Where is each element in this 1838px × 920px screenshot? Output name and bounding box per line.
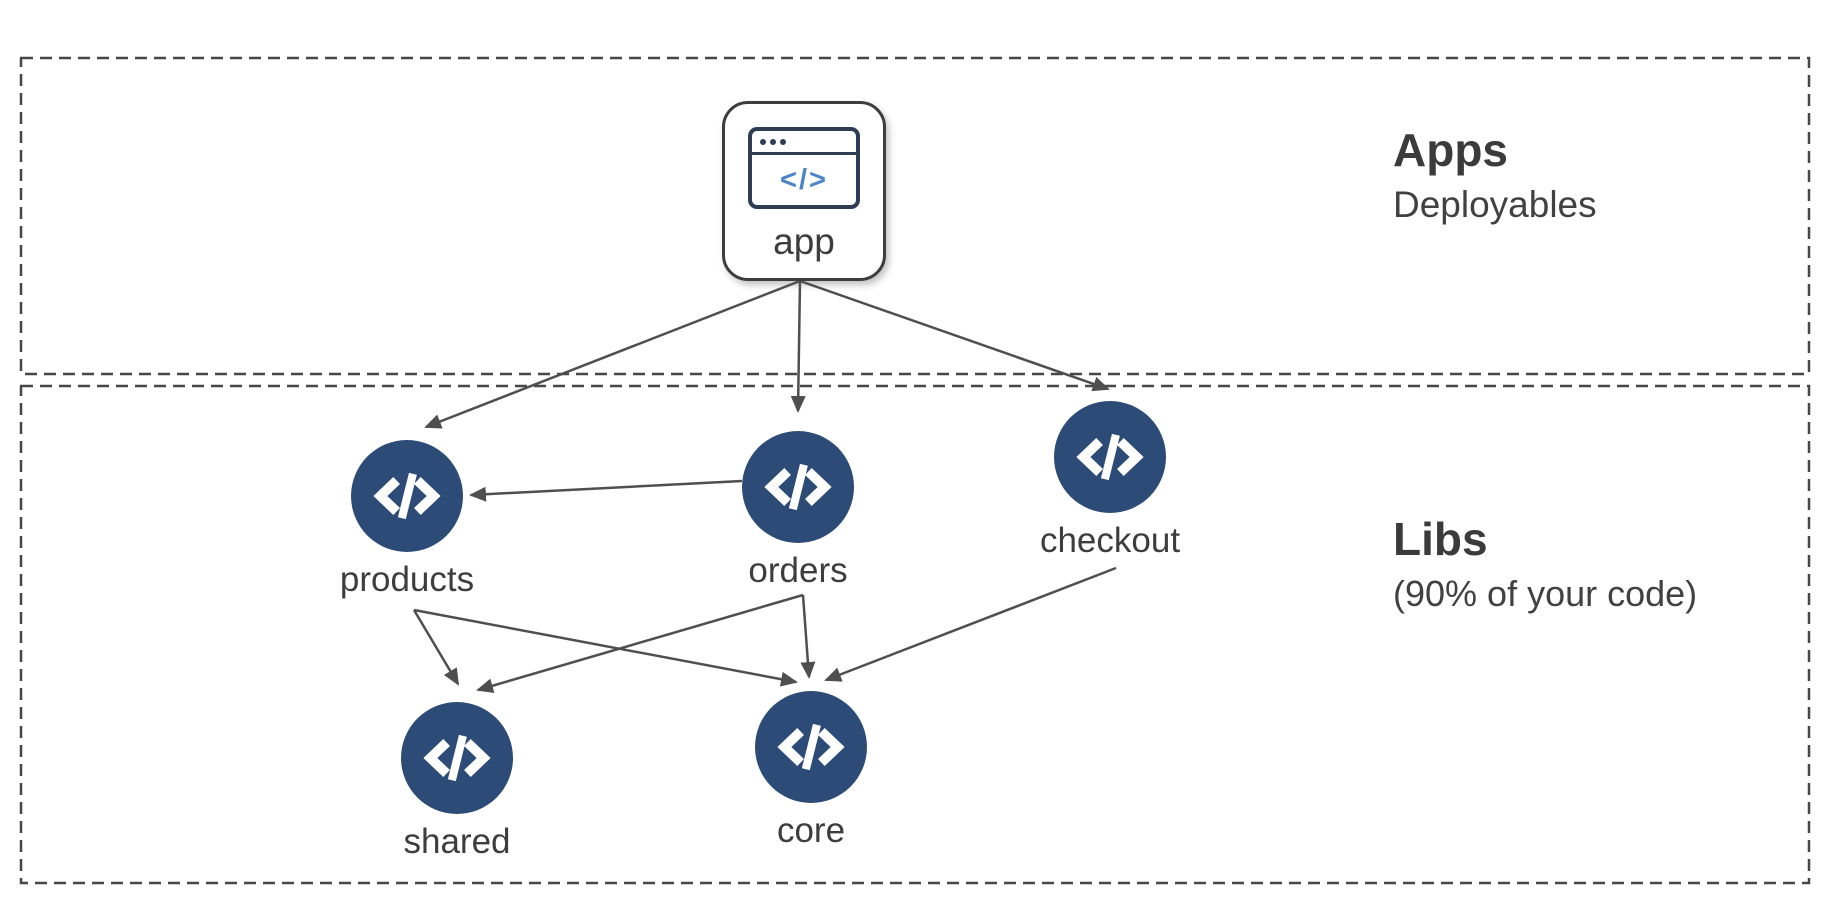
code-icon: [423, 734, 491, 782]
node-products: products: [327, 440, 487, 601]
edge-app-to-products: [424, 279, 801, 429]
node-checkout: checkout: [1030, 401, 1190, 562]
apps-boundary: [19, 56, 1811, 376]
browser-dot: [770, 138, 776, 145]
apps-section-label: Apps Deployables: [1393, 123, 1597, 228]
node-orders-label: orders: [748, 551, 848, 590]
node-checkout-label: checkout: [1039, 521, 1181, 560]
node-products-label: products: [339, 560, 475, 599]
edge-orders-to-shared: [476, 593, 804, 693]
libs-section-title: Libs: [1393, 513, 1488, 565]
node-orders: orders: [718, 431, 878, 592]
node-shared: shared: [377, 702, 537, 863]
node-checkout-circle: [1054, 401, 1166, 513]
code-icon: [777, 723, 845, 771]
edge-app-to-checkout: [799, 279, 1110, 392]
node-products-circle: [351, 440, 463, 552]
apps-section-subtitle: Deployables: [1393, 184, 1597, 226]
libs-section-label: Libs (90% of your code): [1393, 512, 1697, 615]
browser-dot: [780, 138, 786, 145]
node-shared-label: shared: [403, 822, 511, 861]
node-orders-circle: [742, 431, 854, 543]
edge-orders-to-core: [800, 594, 816, 679]
node-shared-circle: [401, 702, 513, 814]
edge-orders-to-products: [469, 479, 743, 502]
node-app-label: app: [773, 221, 835, 262]
code-icon: [1076, 433, 1144, 481]
edge-products-to-shared: [412, 609, 460, 686]
node-core-circle: [755, 691, 867, 803]
browser-dot: [760, 138, 766, 145]
browser-code-icon: </>: [748, 127, 860, 209]
node-core: core: [731, 691, 891, 852]
libs-boundary: [19, 384, 1811, 885]
code-glyph: </>: [780, 163, 828, 196]
edge-products-to-core: [413, 608, 798, 687]
edge-app-to-orders: [790, 280, 806, 413]
browser-toolbar: [752, 131, 856, 155]
edge-checkout-to-core: [824, 566, 1117, 682]
node-app: </> app: [722, 101, 886, 281]
code-icon: [373, 472, 441, 520]
libs-section-subtitle: (90% of your code): [1393, 573, 1698, 615]
code-icon: [764, 463, 832, 511]
apps-section-title: Apps: [1393, 124, 1508, 176]
node-core-label: core: [776, 811, 846, 850]
